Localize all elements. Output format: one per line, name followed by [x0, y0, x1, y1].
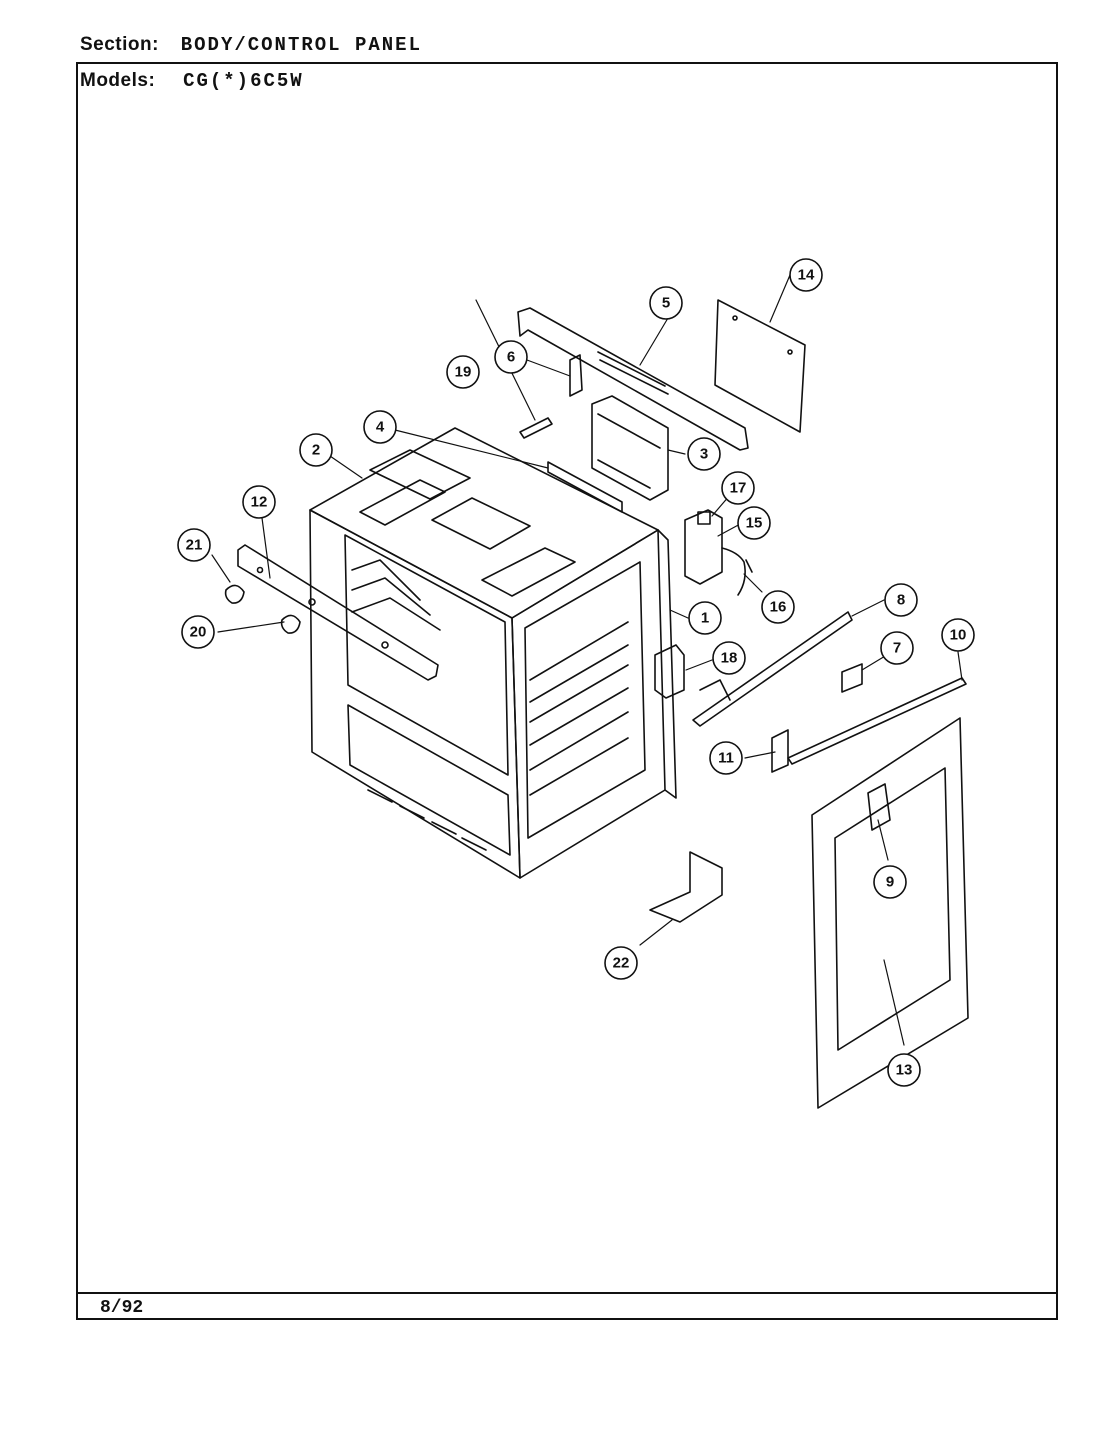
callout-10-circle	[941, 618, 975, 652]
callout-17-circle	[721, 471, 755, 505]
callout-6-label: 6	[507, 349, 515, 366]
callout-2-circle	[299, 433, 333, 467]
bracket-part-6	[569, 354, 583, 397]
callout-22-label: 22	[613, 955, 630, 972]
footer-divider	[76, 1292, 1058, 1294]
callout-13-label: 13	[896, 1062, 913, 1079]
door-strip-part	[787, 677, 967, 765]
callout-3-circle	[687, 437, 721, 471]
callout-11-circle	[709, 741, 743, 775]
top-rail-part	[517, 307, 749, 451]
callout-12-label: 12	[251, 494, 268, 511]
callout-18-circle	[712, 641, 746, 675]
callout-8-circle	[884, 583, 918, 617]
callout-5-circle	[649, 286, 683, 320]
callout-21-circle	[177, 528, 211, 562]
corner-bracket-part	[649, 851, 723, 923]
back-plate-part	[714, 299, 806, 433]
callout-3-label: 3	[700, 446, 708, 463]
callout-19-circle	[446, 355, 480, 389]
callout-5-label: 5	[662, 295, 670, 312]
control-bracket-part	[237, 544, 439, 681]
door-panel-part	[811, 717, 969, 1109]
callout-14-circle	[789, 258, 823, 292]
section-heading: Section: BODY/CONTROL PANEL	[80, 34, 422, 56]
callout-4-circle	[363, 410, 397, 444]
callout-10-label: 10	[950, 627, 967, 644]
callout-11-label: 11	[718, 750, 734, 767]
callout-21-label: 21	[186, 537, 203, 554]
junction-box-part	[684, 509, 723, 585]
callout-20-label: 20	[190, 624, 207, 641]
handle-bracket-part	[867, 783, 891, 831]
callout-4-label: 4	[376, 419, 385, 436]
callout-7-circle	[880, 631, 914, 665]
callout-9-label: 9	[886, 874, 894, 891]
models-label: Models:	[80, 70, 156, 91]
wire-part-16	[721, 547, 753, 596]
callout-19-label: 19	[455, 364, 472, 381]
revision-date: 8/92	[100, 1298, 144, 1318]
callout-18-label: 18	[721, 650, 738, 667]
callout-2-label: 2	[312, 442, 320, 459]
callout-1-label: 1	[701, 610, 709, 627]
callout-14-label: 14	[798, 267, 815, 284]
bracket-part-11	[771, 729, 789, 773]
callout-15-label: 15	[746, 515, 763, 532]
oven-body-part	[309, 427, 677, 879]
clip-part-19	[519, 417, 553, 439]
panel-part-4	[547, 461, 623, 513]
callout-6-circle	[494, 340, 528, 374]
vent-duct-part	[591, 395, 669, 501]
plate-part-7	[841, 663, 863, 693]
callout-13-circle	[887, 1053, 921, 1087]
callout-16-label: 16	[770, 599, 787, 616]
diagram-frame	[76, 62, 1058, 1320]
callout-circles	[177, 258, 975, 1087]
callout-1-circle	[688, 601, 722, 635]
section-label: Section:	[80, 34, 159, 55]
callout-9-circle	[873, 865, 907, 899]
hinge-part-18	[654, 644, 685, 699]
knob-part-20	[280, 614, 301, 634]
callout-7-label: 7	[893, 640, 901, 657]
callout-15-circle	[737, 506, 771, 540]
callout-16-circle	[761, 590, 795, 624]
section-value: BODY/CONTROL PANEL	[180, 34, 422, 56]
callout-22-circle	[604, 946, 638, 980]
leader-lines	[211, 274, 963, 1046]
callout-12-circle	[242, 485, 276, 519]
door-rail-part	[692, 611, 853, 727]
models-value: CG(*)6C5W	[183, 70, 304, 92]
callout-20-circle	[181, 615, 215, 649]
knob-part-21	[224, 584, 245, 604]
callout-17-label: 17	[730, 480, 747, 497]
models-heading: Models: CG(*)6C5W	[80, 70, 304, 92]
callout-8-label: 8	[897, 592, 905, 609]
